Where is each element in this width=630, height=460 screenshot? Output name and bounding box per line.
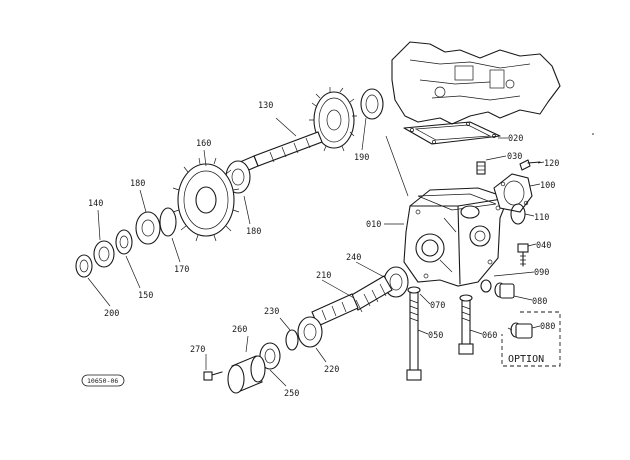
bolt-120	[519, 159, 541, 171]
label-160: 160	[196, 139, 211, 149]
label-180a: 180	[130, 179, 145, 189]
label-020: 020	[508, 134, 523, 144]
label-120: 120	[544, 159, 559, 169]
part-labels: 020 030 120 100 110 040 090 080 080 OPTI…	[88, 101, 559, 399]
label-080a: 080	[532, 297, 547, 307]
label-130: 130	[258, 101, 273, 111]
bolt-060	[458, 294, 474, 355]
label-240: 240	[346, 253, 361, 263]
speck	[592, 133, 594, 135]
bearing-180-lower	[135, 211, 161, 245]
ring-150	[115, 229, 133, 255]
shaft-130	[239, 131, 323, 173]
label-100: 100	[540, 181, 555, 191]
label-210: 210	[316, 271, 331, 281]
label-190: 190	[354, 153, 369, 163]
bolt-270	[203, 371, 223, 381]
bolt-050	[406, 286, 422, 381]
gasket-020	[403, 121, 501, 145]
label-110: 110	[534, 213, 549, 223]
label-270: 270	[190, 345, 205, 355]
label-040: 040	[536, 241, 551, 251]
gearcase-housing-010	[403, 187, 509, 287]
option-label: OPTION	[508, 354, 544, 365]
pinion-shaft-210	[311, 275, 393, 327]
engine-block-outline	[391, 41, 561, 125]
option-plug-080	[507, 322, 533, 339]
fitting-030	[476, 161, 486, 175]
label-080b: 080	[540, 322, 555, 332]
leader-lines	[87, 117, 545, 387]
label-200: 200	[104, 309, 119, 319]
label-070: 070	[430, 301, 445, 311]
label-140: 140	[88, 199, 103, 209]
label-250: 250	[284, 389, 299, 399]
label-260: 260	[232, 325, 247, 335]
label-010: 010	[366, 220, 381, 230]
bolt-040	[517, 243, 529, 267]
cover-plate-100	[493, 173, 533, 213]
label-090: 090	[534, 268, 549, 278]
label-050: 050	[428, 331, 443, 341]
seal-200	[75, 254, 93, 278]
label-220: 220	[324, 365, 339, 375]
label-230: 230	[264, 307, 279, 317]
label-030: 030	[507, 152, 522, 162]
option-box	[501, 311, 561, 367]
drawing-code: 10650-06	[87, 377, 118, 385]
washer-090	[480, 279, 492, 293]
bearing-220	[297, 316, 323, 348]
bearing-190	[360, 88, 384, 120]
gear-160	[172, 157, 240, 242]
label-150: 150	[138, 291, 153, 301]
cap-260	[227, 355, 266, 394]
plug-080	[494, 282, 515, 299]
label-170: 170	[174, 265, 189, 275]
drive-gear	[309, 87, 357, 152]
drawing-code-tag: 10650-06	[81, 374, 125, 387]
label-060: 060	[482, 331, 497, 341]
ring-230	[285, 329, 299, 351]
seal-250	[259, 342, 281, 370]
bearing-140	[93, 240, 115, 268]
label-180b: 180	[246, 227, 261, 237]
snap-ring-170	[159, 207, 177, 237]
